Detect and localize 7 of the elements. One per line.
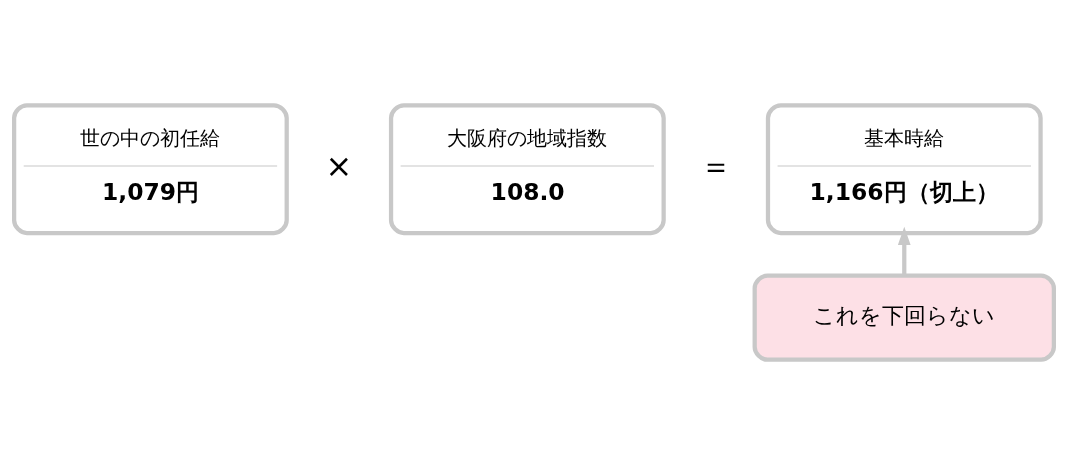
node-box: 大阪府の地域指数 108.0 [388,102,666,235]
label: × [325,146,353,185]
node-box: 世の中の初任給 1,079円 [12,102,289,235]
label: ＝ [699,146,732,185]
arrow [897,226,911,275]
node-box: 基本時給 1,166円（切上） [765,102,1043,235]
node-box: これを下回らない [752,273,1056,362]
